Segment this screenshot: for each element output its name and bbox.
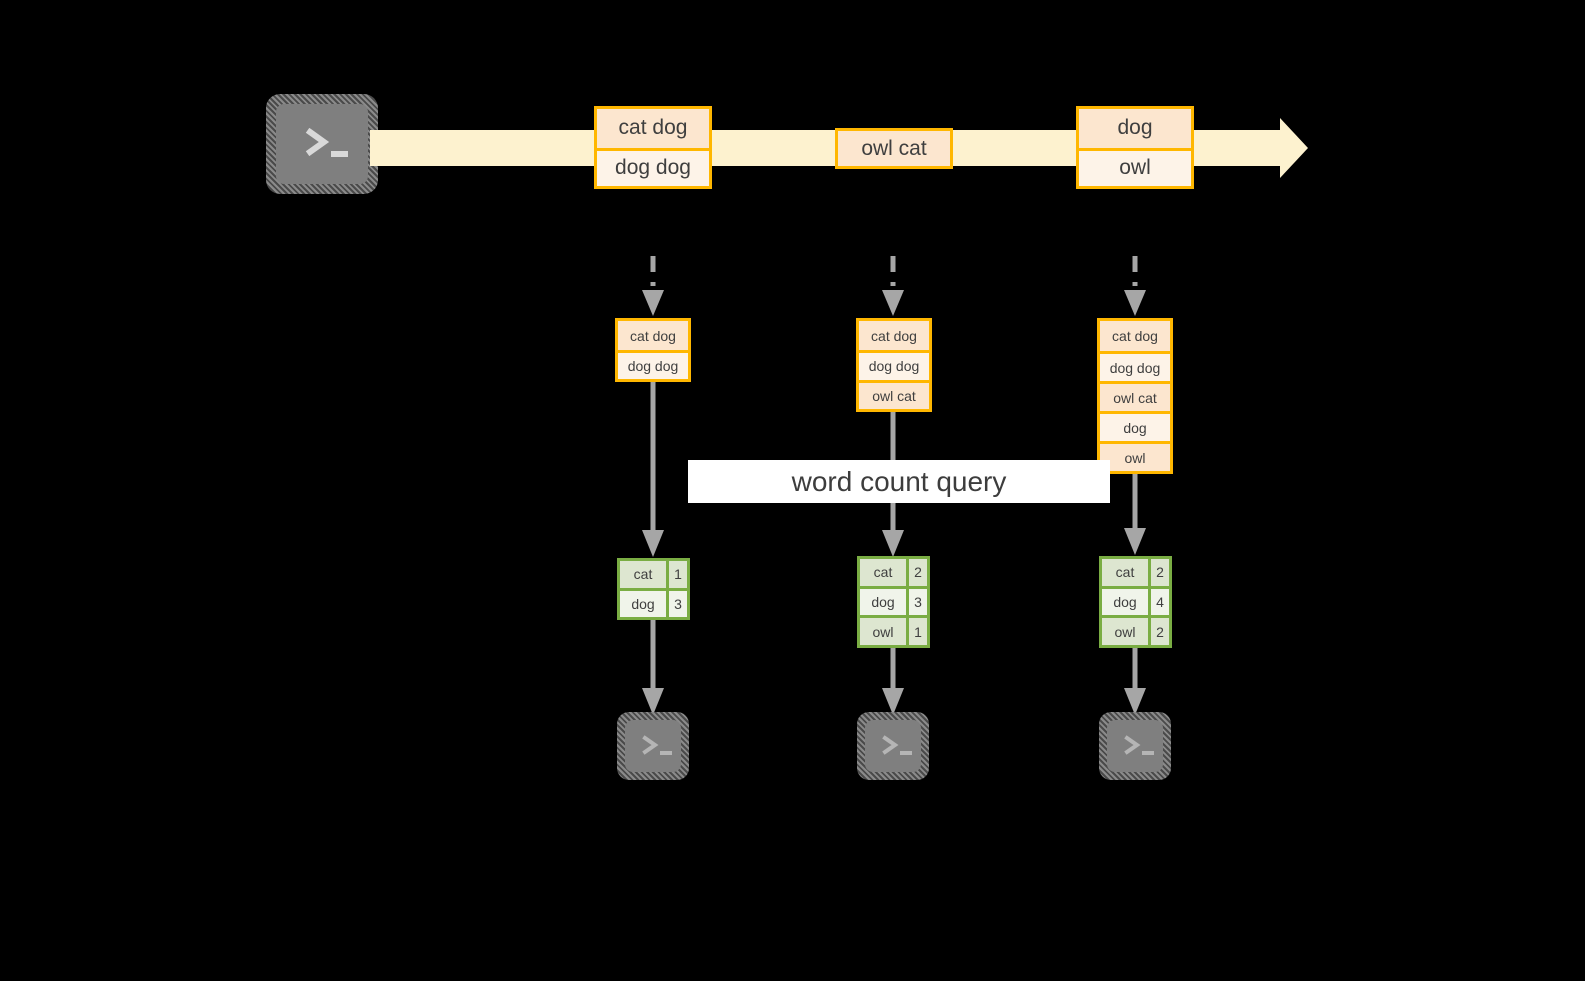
stream-record-2-line-1: owl cat: [838, 131, 950, 166]
t1-result-table: cat 1 dog 3: [617, 558, 690, 620]
t2-result-table: cat 2 dog 3 owl 1: [857, 556, 930, 648]
table-row: owl 2: [1102, 615, 1169, 646]
t3-input-row-5: owl: [1100, 441, 1170, 471]
t2-dashed-input-arrow: [878, 256, 908, 318]
t1-result-count-1: 1: [666, 561, 687, 588]
stream-record-3-line-2: owl: [1079, 147, 1191, 186]
t1-result-word-2: dog: [620, 590, 666, 617]
t3-input-row-3: owl cat: [1100, 381, 1170, 411]
stream-record-2: owl cat: [835, 128, 953, 169]
t3-result-word-2: dog: [1102, 588, 1148, 616]
t1-input-row-2: dog dog: [618, 350, 688, 379]
t3-input-row-1: cat dog: [1100, 321, 1170, 351]
t2-result-word-2: dog: [860, 588, 906, 616]
t2-result-word-3: owl: [860, 618, 906, 646]
prompt-caret-underscore-icon: [882, 735, 912, 755]
t1-result-count-2: 3: [666, 590, 687, 617]
t3-sink-arrow: [1123, 648, 1147, 716]
solid-down-arrow-icon: [1124, 474, 1146, 555]
t3-input-row-2: dog dog: [1100, 351, 1170, 381]
table-row: dog 4: [1102, 585, 1169, 616]
stream-record-3: dog owl: [1076, 106, 1194, 189]
query-label-band: word count query: [688, 460, 1110, 503]
t3-result-word-3: owl: [1102, 618, 1148, 646]
t2-sink-arrow: [881, 648, 905, 716]
t3-input-table: cat dog dog dog owl cat dog owl: [1097, 318, 1173, 474]
t1-query-arrow: [641, 382, 665, 558]
t2-result-count-3: 1: [906, 618, 927, 646]
t1-input-row-1: cat dog: [618, 321, 688, 350]
solid-down-arrow-icon: [642, 382, 664, 557]
solid-down-arrow-icon: [1124, 648, 1146, 715]
t1-sink-arrow: [641, 620, 665, 716]
t3-dashed-input-arrow: [1120, 256, 1150, 318]
dashed-down-arrow-icon: [642, 256, 664, 316]
t1-input-table: cat dog dog dog: [615, 318, 691, 382]
prompt-caret-underscore-icon: [305, 127, 348, 157]
t3-query-arrow: [1123, 474, 1147, 556]
t2-result-count-1: 2: [906, 559, 927, 586]
t2-input-row-2: dog dog: [859, 350, 929, 380]
t2-input-row-1: cat dog: [859, 321, 929, 351]
t2-result-count-2: 3: [906, 588, 927, 616]
stream-record-1: cat dog dog dog: [594, 106, 712, 189]
source-terminal-icon: [266, 94, 378, 194]
table-row: cat 2: [1102, 559, 1169, 586]
table-row: cat 1: [620, 561, 687, 588]
t2-sink-terminal-icon: [857, 712, 929, 780]
t3-sink-terminal-icon: [1099, 712, 1171, 780]
t3-result-count-3: 2: [1148, 618, 1169, 646]
t1-dashed-input-arrow: [638, 256, 668, 318]
table-row: dog 3: [620, 587, 687, 617]
stream-record-1-line-1: cat dog: [597, 109, 709, 148]
t3-result-count-2: 4: [1148, 588, 1169, 616]
t3-result-word-1: cat: [1102, 559, 1148, 586]
query-label-text: word count query: [791, 465, 1007, 497]
t2-input-table: cat dog dog dog owl cat: [856, 318, 932, 412]
table-row: owl 1: [860, 615, 927, 646]
t1-sink-terminal-icon: [617, 712, 689, 780]
t3-result-table: cat 2 dog 4 owl 2: [1099, 556, 1172, 648]
table-row: dog 3: [860, 585, 927, 616]
t1-result-word-1: cat: [620, 561, 666, 588]
prompt-caret-underscore-icon: [1124, 735, 1154, 755]
solid-down-arrow-icon: [642, 620, 664, 715]
solid-down-arrow-icon: [882, 648, 904, 715]
t2-input-row-3: owl cat: [859, 379, 929, 409]
dashed-down-arrow-icon: [1124, 256, 1146, 316]
t3-result-count-1: 2: [1148, 559, 1169, 586]
stream-arrowhead-icon: [1280, 118, 1308, 178]
prompt-caret-underscore-icon: [642, 735, 672, 755]
table-row: cat 2: [860, 559, 927, 586]
dashed-down-arrow-icon: [882, 256, 904, 316]
stream-record-3-line-1: dog: [1079, 109, 1191, 148]
t2-result-word-1: cat: [860, 559, 906, 586]
stream-record-1-line-2: dog dog: [597, 147, 709, 186]
t3-input-row-4: dog: [1100, 411, 1170, 441]
